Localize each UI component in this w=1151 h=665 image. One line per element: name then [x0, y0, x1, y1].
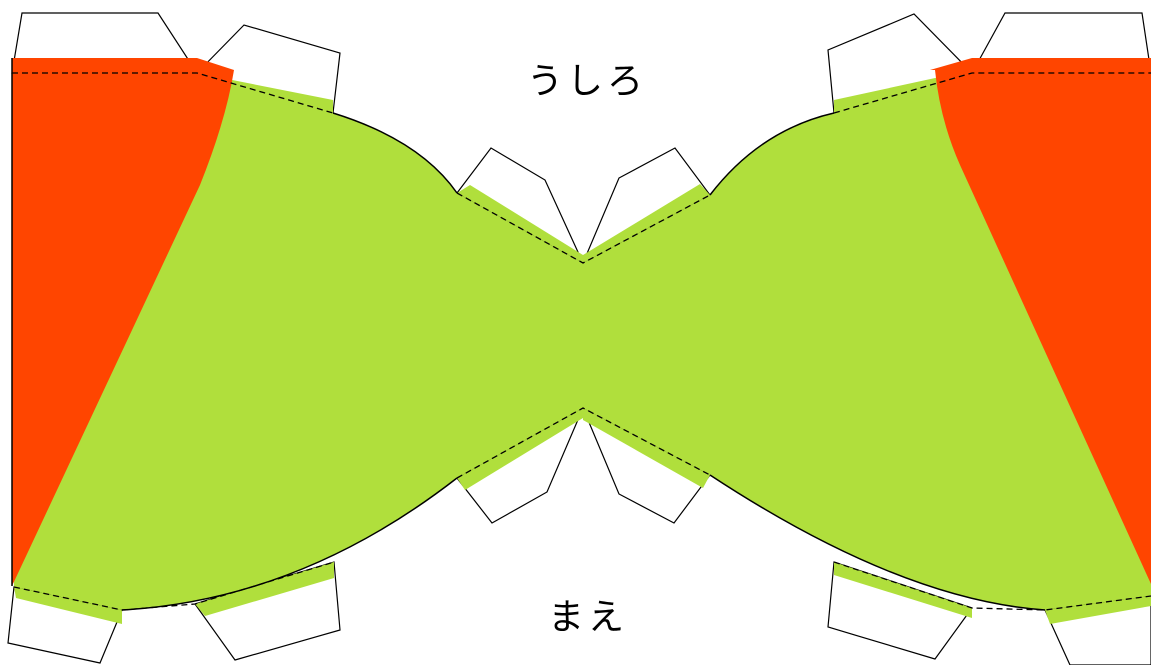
fold-line-bottom-center — [456, 407, 711, 479]
shirt-body-panel — [12, 73, 1151, 610]
fold-line-top-left — [12, 72, 334, 114]
sleeve-band-right — [930, 58, 1151, 584]
fold-line-bottom-left — [13, 561, 335, 611]
fold-line-top-center — [456, 192, 711, 264]
back-label: うしろ — [527, 61, 648, 102]
front-label: まえ — [548, 597, 629, 638]
fold-line-top-right — [833, 72, 1151, 114]
fold-line-bottom-right — [833, 561, 1151, 611]
sleeve-band-left — [12, 58, 234, 586]
